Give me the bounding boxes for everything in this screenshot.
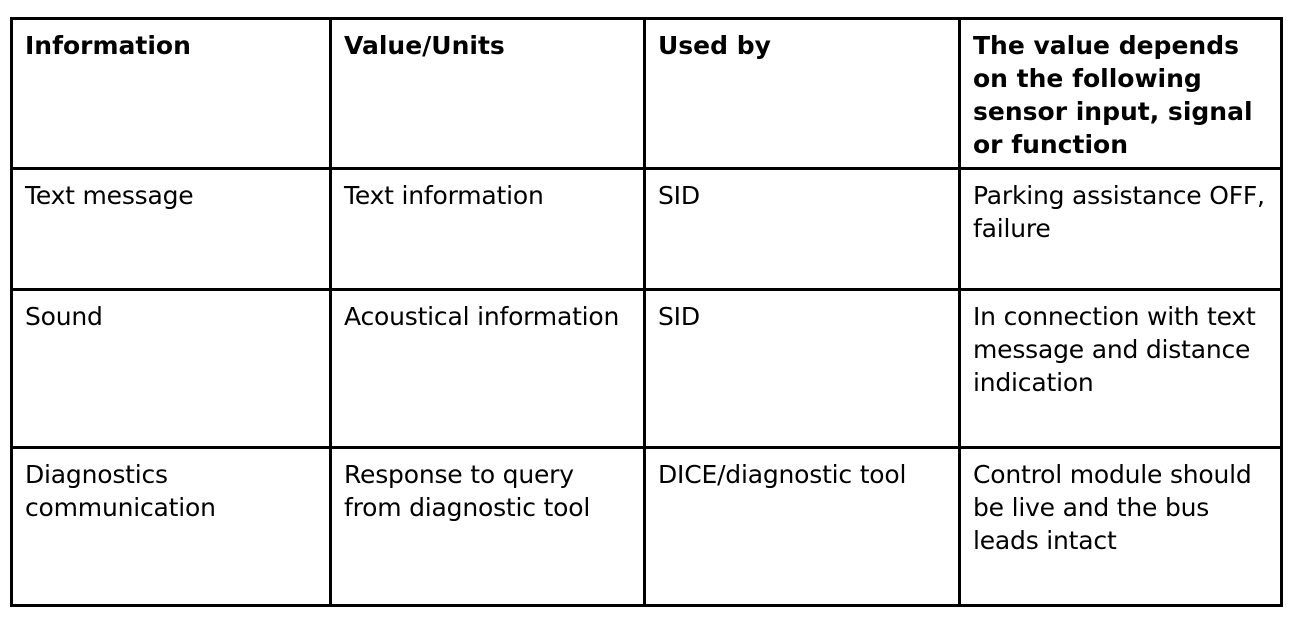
cell-value-units: Acoustical information — [329, 288, 646, 449]
column-header-depends-on: The value depends on the following senso… — [958, 17, 1283, 170]
column-header-value-units-label: Value/Units — [344, 31, 505, 60]
cell-value-units: Response to query from diagnostic tool — [329, 446, 646, 607]
column-header-information: Information — [10, 17, 332, 170]
cell-information: Sound — [10, 288, 332, 449]
column-header-used-by: Used by — [643, 17, 961, 170]
cell-information: Diagnostics communication — [10, 446, 332, 607]
cell-value-units-text: Response to query from diagnostic tool — [344, 460, 591, 522]
cell-value-units: Text information — [329, 167, 646, 291]
cell-used-by: SID — [643, 288, 961, 449]
cell-value-units-text: Acoustical information — [344, 302, 620, 331]
table-row: Sound Acoustical information SID In conn… — [10, 288, 1283, 449]
information-spec-table: Information Value/Units Used by The valu… — [10, 17, 1283, 607]
cell-used-by-text: DICE/diagnostic tool — [658, 460, 907, 489]
column-header-value-units: Value/Units — [329, 17, 646, 170]
table-header-row: Information Value/Units Used by The valu… — [10, 17, 1283, 170]
cell-used-by: DICE/diagnostic tool — [643, 446, 961, 607]
cell-depends-on-text: In connection with text message and dist… — [973, 302, 1256, 397]
table-row: Diagnostics communication Response to qu… — [10, 446, 1283, 607]
column-header-used-by-label: Used by — [658, 31, 771, 60]
cell-used-by-text: SID — [658, 181, 700, 210]
cell-depends-on: Control module should be live and the bu… — [958, 446, 1283, 607]
cell-information-text: Diagnostics communication — [25, 460, 216, 522]
cell-depends-on: In connection with text message and dist… — [958, 288, 1283, 449]
table-row: Text message Text information SID Parkin… — [10, 167, 1283, 291]
column-header-depends-on-label: The value depends on the following senso… — [973, 31, 1253, 159]
cell-depends-on-text: Control module should be live and the bu… — [973, 460, 1252, 555]
cell-depends-on: Parking assistance OFF, failure — [958, 167, 1283, 291]
cell-information-text: Text message — [25, 181, 194, 210]
cell-value-units-text: Text information — [344, 181, 544, 210]
cell-depends-on-text: Parking assistance OFF, failure — [973, 181, 1265, 243]
cell-used-by-text: SID — [658, 302, 700, 331]
cell-used-by: SID — [643, 167, 961, 291]
cell-information: Text message — [10, 167, 332, 291]
column-header-information-label: Information — [25, 31, 191, 60]
cell-information-text: Sound — [25, 302, 103, 331]
table-body: Text message Text information SID Parkin… — [10, 167, 1283, 607]
table-header: Information Value/Units Used by The valu… — [10, 17, 1283, 170]
